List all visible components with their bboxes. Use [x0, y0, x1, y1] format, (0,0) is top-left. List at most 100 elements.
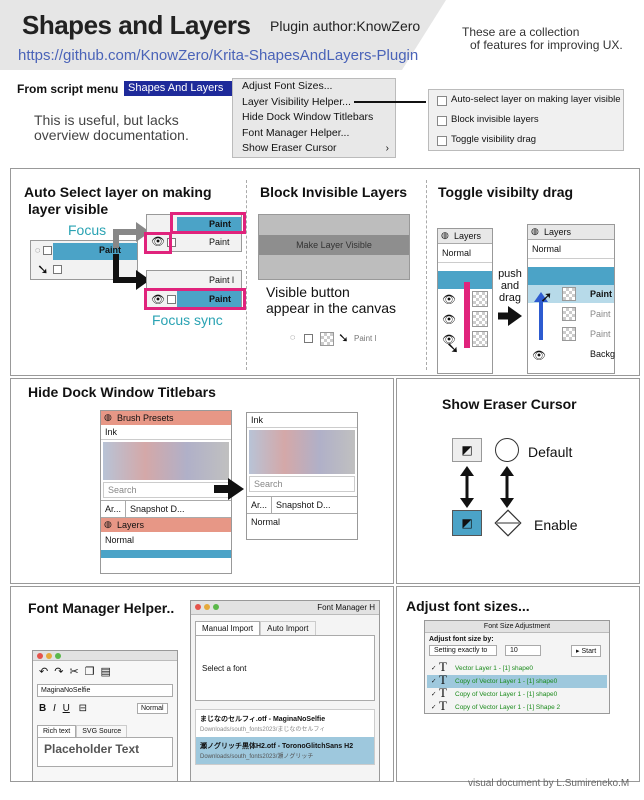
copy-icon[interactable]: ❐: [84, 666, 101, 678]
enable-label: Enable: [534, 517, 578, 533]
eye-icon: 👁: [151, 236, 165, 248]
drag-up-arrow: [534, 292, 548, 340]
shapes-and-layers-menu-button[interactable]: Shapes And Layers: [124, 81, 232, 96]
adjust-font-title: Adjust font sizes...: [406, 598, 530, 614]
focus-highlight: [144, 232, 172, 254]
menu-item-hide-dock-titlebars[interactable]: Hide Dock Window Titlebars: [242, 111, 374, 123]
dock-before: ◍ Brush Presets Ink Search Ar... Snapsho…: [100, 410, 232, 574]
underline-icon[interactable]: U: [62, 703, 70, 714]
blend-mode-select[interactable]: Normal: [528, 240, 614, 259]
paste-icon[interactable]: ▤: [100, 666, 117, 678]
style-select[interactable]: Normal: [137, 703, 168, 714]
menu-item-show-eraser-cursor[interactable]: Show Eraser Cursor: [242, 142, 337, 154]
menu-item-layer-visibility-helper[interactable]: Layer Visibility Helper...: [242, 95, 351, 108]
eye-icon[interactable]: 👁: [442, 314, 456, 326]
brush-tag-select[interactable]: Ink: [101, 425, 231, 440]
block-invisible-title: Block Invisible Layers: [260, 184, 408, 200]
format-toolbar: B I U ⊟ Normal: [33, 699, 177, 719]
submenu-toggle-drag[interactable]: Toggle visibility drag: [429, 130, 623, 150]
paint-layer-label: Paint l: [354, 334, 377, 343]
close-icon[interactable]: [37, 653, 43, 659]
brush-search-input[interactable]: Search: [249, 476, 355, 492]
redo-icon[interactable]: ↷: [54, 666, 70, 678]
tab-snapshot[interactable]: Snapshot D...: [276, 500, 331, 510]
mode-select[interactable]: Setting exactly to: [429, 645, 497, 656]
font-select-area: Select a font: [195, 635, 375, 701]
cut-icon[interactable]: ✂: [69, 666, 85, 678]
paint-layer-label: Paint: [590, 329, 611, 339]
text-shape-icon: T: [439, 698, 447, 713]
text-editor-window: ↶↷✂❐▤ MaginaNoSelfie B I U ⊟ Normal Rich…: [32, 650, 178, 782]
undo-icon[interactable]: ↶: [39, 666, 55, 678]
brush-tag-select[interactable]: Ink: [247, 413, 357, 428]
eraser-cursor-icon: [494, 509, 522, 537]
default-cursor-circle: [495, 438, 519, 462]
strike-icon[interactable]: ⊟: [78, 703, 87, 714]
blend-mode-select[interactable]: Normal: [105, 535, 135, 545]
hide-dock-title: Hide Dock Window Titlebars: [28, 384, 216, 400]
tab-auto-import[interactable]: Auto Import: [260, 621, 316, 635]
close-icon[interactable]: [195, 604, 201, 610]
tab-manual-import[interactable]: Manual Import: [195, 621, 261, 635]
brush-presets-titlebar: Brush Presets: [117, 413, 174, 423]
cursor-icon: ➘: [446, 340, 460, 357]
start-button[interactable]: ▸ Start: [571, 645, 602, 657]
toggle-arrow: [500, 466, 514, 508]
eye-icon[interactable]: 👁: [532, 350, 546, 362]
brush-search-input[interactable]: Search: [103, 482, 229, 498]
tab-rich-text[interactable]: Rich text: [37, 725, 77, 737]
repo-link[interactable]: https://github.com/KnowZero/Krita-Shapes…: [18, 47, 419, 64]
font-list-item[interactable]: まじなのセルフィ.otf - MaginaNoSelfie Downloads/…: [200, 716, 326, 733]
menu-item-adjust-font-sizes[interactable]: Adjust Font Sizes...: [242, 80, 333, 92]
paint-layer-label: Paint: [209, 219, 232, 229]
dock-after: Ink Search Ar... Snapshot D... Normal: [246, 412, 358, 540]
eye-icon[interactable]: 👁: [442, 334, 456, 346]
minimize-icon[interactable]: [204, 604, 210, 610]
italic-icon[interactable]: I: [53, 703, 56, 714]
paint-layer-label: Paint: [590, 309, 611, 319]
auto-select-title: Auto Select layer on making layer visibl…: [24, 184, 212, 217]
make-layer-visible-button[interactable]: Make Layer Visible: [259, 235, 409, 255]
submenu-connector: [354, 101, 426, 103]
blend-mode-select[interactable]: Normal: [438, 244, 492, 263]
submenu-auto-select[interactable]: Auto-select layer on making layer visibl…: [429, 90, 623, 110]
size-input[interactable]: 10: [505, 645, 541, 656]
divider: [426, 180, 427, 370]
focus-sync-label: Focus sync: [152, 312, 223, 328]
tab-snapshot[interactable]: Snapshot D...: [130, 504, 185, 514]
maximize-icon[interactable]: [55, 653, 61, 659]
submenu-block-invisible[interactable]: Block invisible layers: [429, 110, 623, 130]
blend-mode-select[interactable]: Normal: [251, 517, 281, 527]
tab-ar[interactable]: Ar...: [101, 501, 127, 517]
font-name-field[interactable]: MaginaNoSelfie: [37, 684, 173, 697]
tab-svg-source[interactable]: SVG Source: [76, 725, 128, 737]
eraser-tool-active-icon: ◩: [452, 510, 482, 536]
font-manager-title: Font Manager Helper..: [28, 600, 175, 616]
eraser-title: Show Eraser Cursor: [442, 396, 577, 412]
page-title: Shapes and Layers: [22, 10, 251, 40]
paint-layer-label: Paint: [209, 237, 230, 247]
eraser-panel: [396, 378, 640, 584]
docker-icon: ◍: [104, 519, 112, 529]
font-size-adjust-window: Font Size Adjustment Adjust font size by…: [424, 620, 610, 714]
eye-hidden-icon: ◌: [290, 332, 296, 342]
maximize-icon[interactable]: [213, 604, 219, 610]
eye-icon[interactable]: 👁: [442, 294, 456, 306]
tab-ar[interactable]: Ar...: [247, 497, 273, 513]
chevron-right-icon: ›: [385, 143, 389, 154]
menu-item-font-manager-helper[interactable]: Font Manager Helper...: [242, 126, 350, 139]
eraser-tool-icon: ◩: [452, 438, 482, 462]
font-list-item[interactable]: 瀬ノグリッチ黒体H2.otf - ToronoGlitchSans H2 Dow…: [196, 737, 374, 764]
minimize-icon[interactable]: [46, 653, 52, 659]
toggle-drag-title: Toggle visibilty drag: [438, 184, 574, 200]
layers-docker-title: Layers: [454, 231, 482, 241]
arrow-right-icon: [498, 306, 522, 326]
header-background: [0, 0, 446, 70]
text-edit-area[interactable]: Placeholder Text: [37, 737, 173, 767]
bold-icon[interactable]: B: [39, 703, 47, 714]
